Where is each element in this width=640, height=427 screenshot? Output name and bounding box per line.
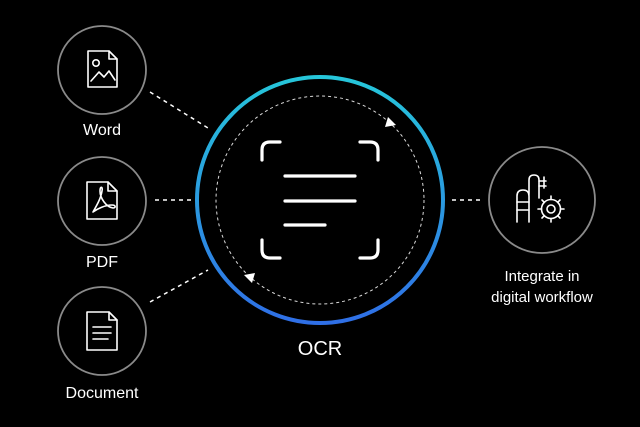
output-label: Integrate in digital workflow (462, 266, 622, 308)
output-label-line-2: digital workflow (491, 289, 593, 306)
input-node-document (57, 286, 147, 376)
node-ring (57, 156, 147, 246)
ocr-ring (195, 75, 445, 325)
connectors (149, 91, 484, 303)
document-file-icon (86, 311, 118, 351)
factory-gear-icon (516, 174, 565, 223)
output-node (488, 146, 596, 254)
ocr-node (195, 75, 445, 325)
input-label-document: Document (65, 385, 139, 402)
output-label-line-1: Integrate in (504, 268, 580, 285)
rotation-arrow-top (385, 117, 396, 127)
node-ring (488, 146, 596, 254)
pdf-file-icon (86, 181, 118, 220)
input-node-word (57, 25, 147, 115)
input-node-pdf (57, 156, 147, 246)
image-file-icon (87, 50, 118, 88)
node-ring (57, 286, 147, 376)
input-label-word: Word (83, 122, 121, 139)
node-ring (57, 25, 147, 115)
scan-text-icon (260, 140, 380, 260)
ocr-inner-dashed-ring (215, 95, 425, 305)
rotation-arrow-bottom (244, 273, 255, 283)
connector-word (149, 91, 209, 129)
ocr-label: OCR (297, 338, 343, 360)
input-label-pdf: PDF (86, 254, 118, 271)
connector-document (149, 269, 209, 303)
